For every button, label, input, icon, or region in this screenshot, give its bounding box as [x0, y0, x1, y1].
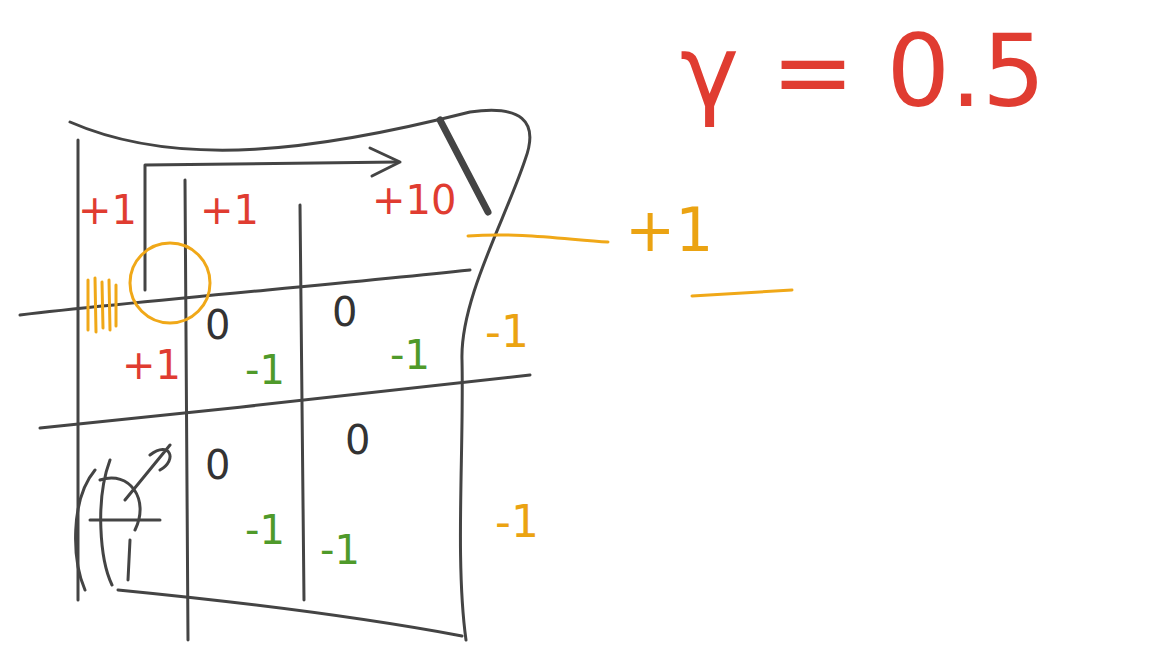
reward-value: -1 — [320, 530, 360, 570]
reward-value: -1 — [245, 350, 285, 390]
reward-note: -1 — [485, 310, 529, 354]
grid-row-line — [40, 375, 530, 428]
reward-value: +1 — [200, 190, 259, 230]
reward-value: +10 — [372, 180, 456, 220]
reward-note: -1 — [495, 500, 539, 544]
reward-value: +1 — [78, 190, 137, 230]
underline-mark — [692, 290, 792, 296]
highlight-circle — [130, 243, 210, 323]
grid-bottom-edge — [118, 590, 462, 636]
reward-value: -1 — [245, 510, 285, 550]
state-value: 0 — [332, 292, 357, 332]
reward-value: -1 — [390, 335, 430, 375]
state-value: 0 — [205, 305, 230, 345]
grid-column-line — [185, 180, 188, 640]
reward-value: +1 — [122, 345, 181, 385]
scribble-mark — [88, 278, 116, 332]
leader-line — [468, 235, 608, 242]
agent-figure — [76, 445, 170, 590]
reward-note: +1 — [625, 200, 713, 260]
grid-column-line — [300, 205, 304, 600]
path-arrow — [145, 162, 398, 290]
arrow-head — [370, 148, 400, 176]
gamma-value: γ = 0.5 — [680, 22, 1046, 122]
grid-outline — [70, 110, 530, 640]
state-value: 0 — [205, 445, 230, 485]
state-value: 0 — [345, 420, 370, 460]
